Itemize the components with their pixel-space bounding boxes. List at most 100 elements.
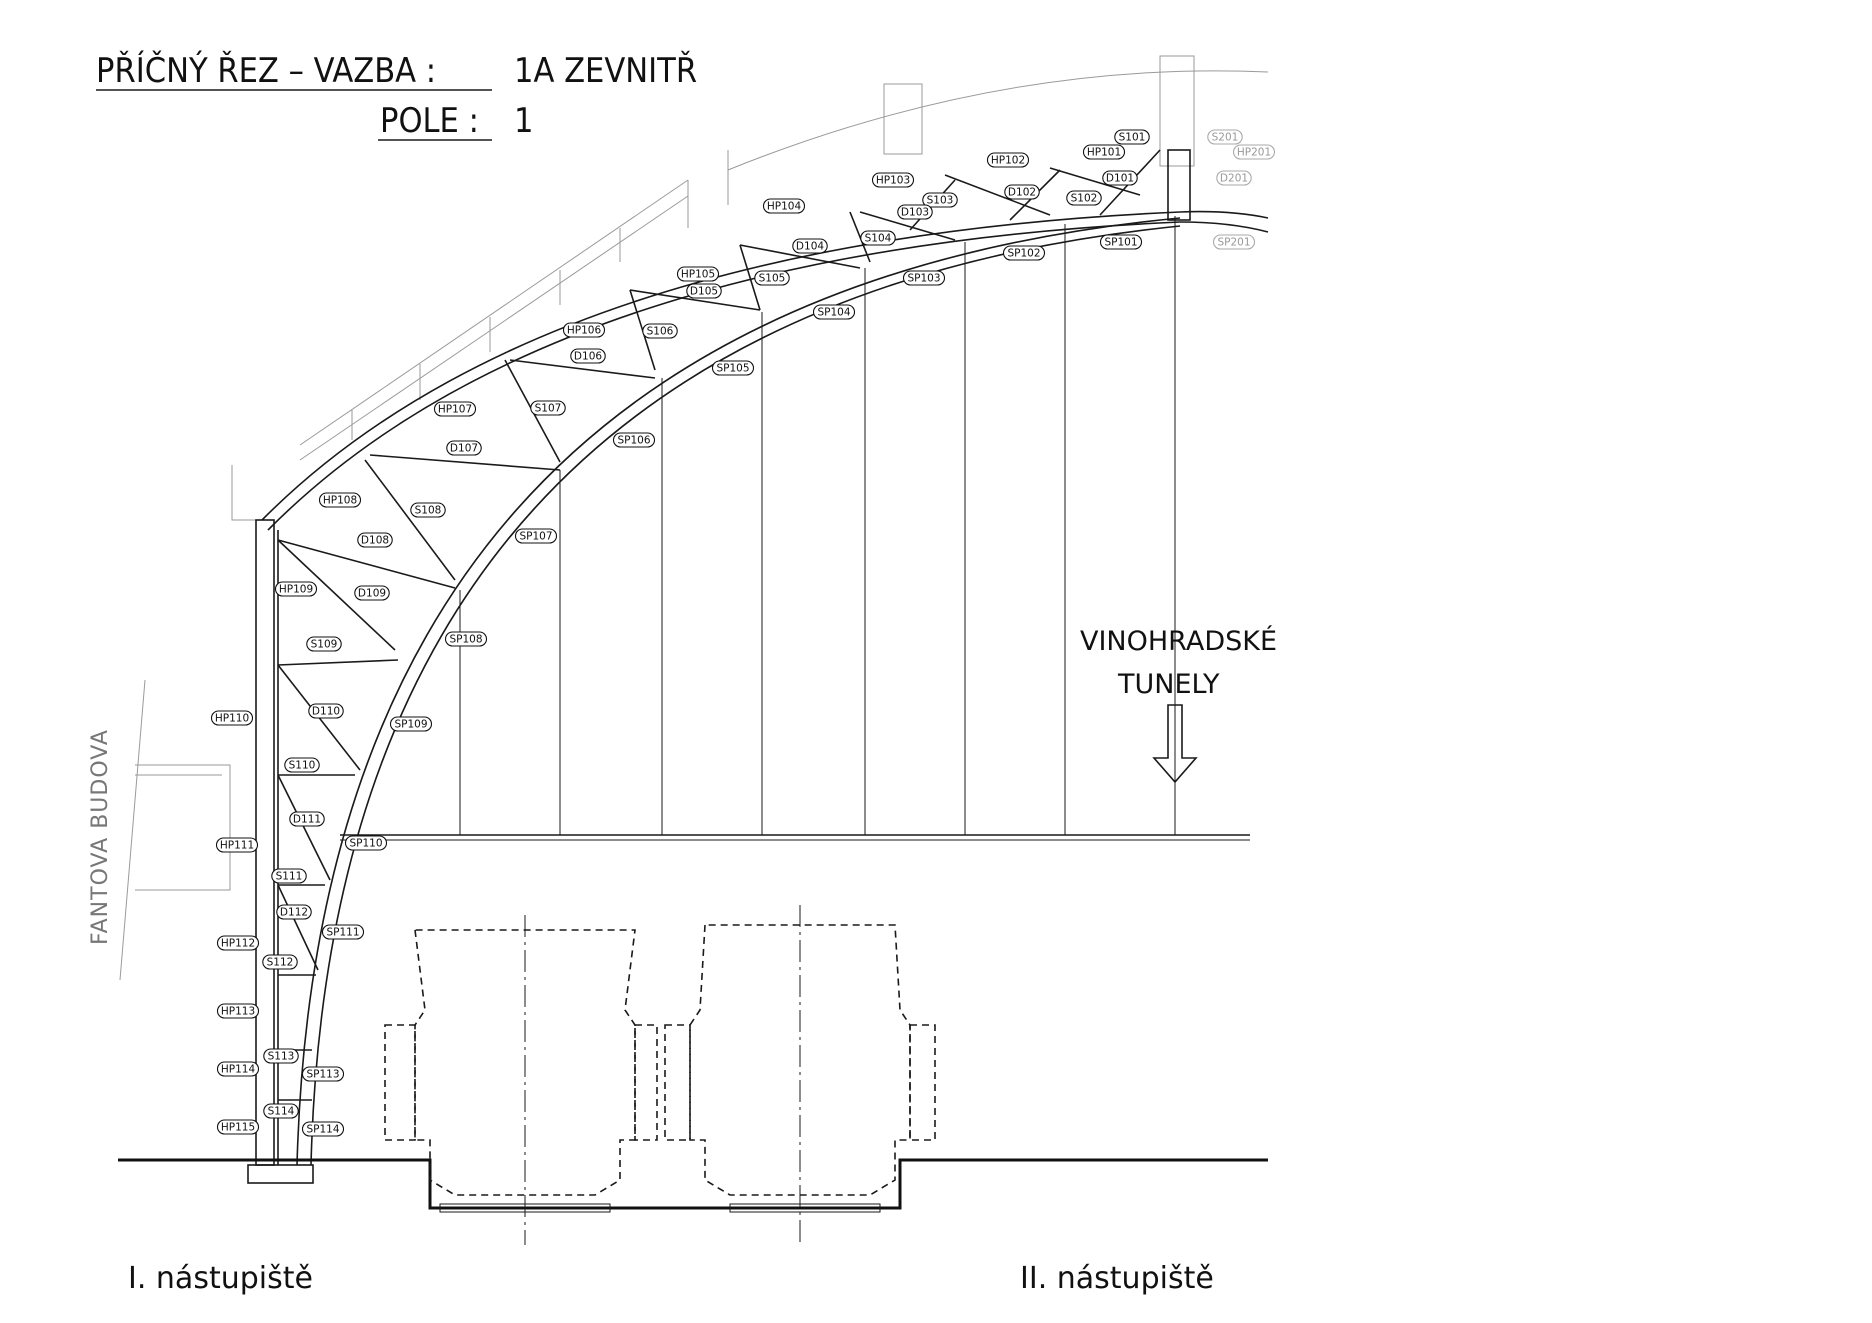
member-tag-label: S107 <box>535 403 562 415</box>
member-tag-hp114: HP114 <box>216 1061 260 1077</box>
member-tag-label: D110 <box>312 706 340 718</box>
fantova-facade-line <box>119 679 146 981</box>
member-tag-d201: D201 <box>1216 170 1252 186</box>
member-tag-label: S108 <box>415 505 442 517</box>
member-tag-hp115: HP115 <box>216 1119 260 1135</box>
member-tag-sp102: SP102 <box>1002 245 1046 261</box>
fantova-building-outline <box>135 764 231 891</box>
member-tag-label: SP101 <box>1104 237 1137 249</box>
lower-chord-outer <box>296 217 1181 1166</box>
member-tag-frame <box>642 323 678 339</box>
member-tag-label: HP103 <box>876 175 910 187</box>
member-tag-label: HP110 <box>215 713 249 725</box>
platform-2-label: II. nástupiště <box>1020 1261 1214 1296</box>
title-field-label: POLE : <box>380 101 479 141</box>
member-tag-frame <box>216 1061 260 1077</box>
member-tag-label: HP112 <box>221 938 255 950</box>
member-tag-label: D104 <box>796 241 824 253</box>
member-tag-d107: D107 <box>446 440 482 456</box>
member-tag-label: D111 <box>293 814 321 826</box>
member-tag-frame <box>686 283 722 299</box>
upper-chord-inner <box>267 221 1181 531</box>
platform-1-label: I. nástupiště <box>128 1261 313 1296</box>
member-tag-d106: D106 <box>570 348 606 364</box>
member-tag-label: SP110 <box>349 838 382 850</box>
member-tag-frame <box>754 270 790 286</box>
member-tag-frame <box>274 581 318 597</box>
member-tag-hp105: HP105 <box>676 266 720 282</box>
member-tag-label: HP106 <box>567 325 602 337</box>
member-tag-frame <box>792 238 828 254</box>
member-tag-label: SP109 <box>394 719 427 731</box>
member-tag-label: S110 <box>289 760 316 772</box>
member-tag-d111: D111 <box>289 811 325 827</box>
member-tag-label: SP201 <box>1217 237 1250 249</box>
member-tag-frame <box>308 703 344 719</box>
train-2-left-bogie <box>664 1024 691 1141</box>
member-tag-sp108: SP108 <box>444 631 488 647</box>
member-tag-d109: D109 <box>354 585 390 601</box>
hanger-verticals <box>459 216 1176 835</box>
member-tag-s102: S102 <box>1066 190 1102 206</box>
upper-chord-extension <box>1179 210 1269 219</box>
member-tag-s105: S105 <box>754 270 790 286</box>
tunnel-label-line1: VINOHRADSKÉ <box>1080 625 1277 657</box>
member-tag-d105: D105 <box>686 283 722 299</box>
member-tag-label: HP108 <box>323 495 357 507</box>
member-tag-label: HP113 <box>221 1006 255 1018</box>
tunnel-label-line2: TUNELY <box>1117 669 1220 700</box>
member-tag-label: SP107 <box>519 531 552 543</box>
member-tag-hp201: HP201 <box>1232 144 1276 160</box>
member-tag-frame <box>344 835 388 851</box>
member-tag-hp110: HP110 <box>210 710 254 726</box>
member-tag-label: HP109 <box>279 584 313 596</box>
title-section-label: PŘÍČNÝ ŘEZ – VAZBA : <box>96 50 436 91</box>
member-tag-label: D105 <box>690 286 718 298</box>
member-tag-label: HP102 <box>991 155 1025 167</box>
member-tag-label: SP103 <box>907 273 940 285</box>
title-field-value: 1 <box>514 101 533 141</box>
member-tag-hp112: HP112 <box>216 935 260 951</box>
tunnel-arrow-icon <box>1152 704 1198 784</box>
member-tag-label: SP111 <box>326 927 359 939</box>
member-tag-frame <box>1099 234 1143 250</box>
member-tag-frame <box>530 400 566 416</box>
member-tag-frame <box>871 172 915 188</box>
member-tag-label: S111 <box>276 871 303 883</box>
member-tag-frame <box>514 528 558 544</box>
member-tag-sp110: SP110 <box>344 835 388 851</box>
tunnel-pointer: VINOHRADSKÉ TUNELY <box>1080 625 1277 784</box>
train-1-left-bogie <box>384 1024 416 1141</box>
member-tag-frame <box>1114 129 1150 145</box>
member-tag-label: D106 <box>574 351 602 363</box>
railing-mid <box>299 195 689 461</box>
ground-and-tracks <box>118 905 1268 1245</box>
member-tag-label: D107 <box>450 443 478 455</box>
railing-top <box>299 179 689 446</box>
member-tag-frame <box>711 360 755 376</box>
member-tag-sp104: SP104 <box>812 304 856 320</box>
member-tag-hp101: HP101 <box>1082 144 1126 160</box>
member-tag-frame <box>210 710 254 726</box>
roof-background <box>119 55 1269 981</box>
member-tag-frame <box>1002 245 1046 261</box>
member-tag-label: S201 <box>1212 132 1239 144</box>
member-tag-s111: S111 <box>271 868 307 884</box>
member-tag-frame <box>433 401 477 417</box>
member-tag-hp106: HP106 <box>562 322 606 338</box>
member-tag-frame <box>262 954 298 970</box>
member-tag-s201: S201 <box>1207 129 1243 145</box>
member-tag-s112: S112 <box>262 954 298 970</box>
member-tag-frame <box>762 198 806 214</box>
train-2-right-bogie <box>909 1024 936 1141</box>
member-tag-label: HP105 <box>681 269 715 281</box>
track-slab-2 <box>729 1203 881 1213</box>
member-tag-frame <box>676 266 720 282</box>
member-tag-s107: S107 <box>530 400 566 416</box>
member-tag-frame <box>562 322 606 338</box>
track-slab-1 <box>439 1203 611 1213</box>
member-tag-hp108: HP108 <box>318 492 362 508</box>
member-tag-s103: S103 <box>922 192 958 208</box>
member-tag-d101: D101 <box>1102 170 1138 186</box>
